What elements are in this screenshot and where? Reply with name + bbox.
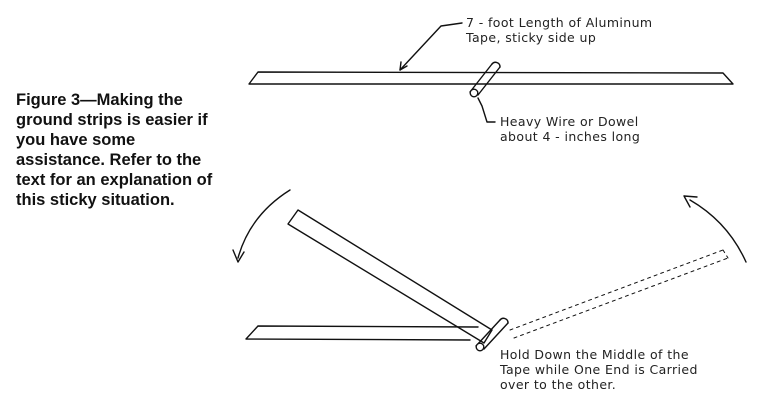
- wire-leader-line: [477, 97, 496, 123]
- right-motion-arrow-curve: [689, 199, 747, 263]
- tape-leader-arrowhead: [399, 61, 408, 71]
- left-motion-arrow-curve: [237, 189, 291, 259]
- wire-label-line-1: Heavy Wire or Dowel: [500, 114, 639, 129]
- bottom-flat-tape-strip: [245, 325, 479, 341]
- wire-label-line-2: about 4 - inches long: [500, 129, 641, 144]
- tape-label-line-1: 7 - foot Length of Aluminum: [466, 15, 653, 30]
- top-tape-strip: [248, 71, 734, 85]
- hold-down-label-line-1: Hold Down the Middle of the: [500, 347, 689, 362]
- figure-caption: Figure 3—Making the ground strips is eas…: [16, 91, 213, 209]
- hold-down-label-line-2: Tape while One End is Carried: [500, 362, 698, 377]
- left-motion-arrowhead: [232, 249, 245, 263]
- bottom-dowel: [475, 317, 509, 352]
- ghost-tape-strip: [509, 249, 729, 339]
- tape-leader-line: [399, 22, 463, 71]
- right-motion-arrowhead: [683, 195, 698, 208]
- hold-down-label-line-3: over to the other.: [500, 377, 617, 392]
- bottom-raised-tape-strip: [287, 209, 493, 344]
- hold-down-label: Hold Down the Middle of the Tape while O…: [500, 347, 698, 392]
- tape-label: 7 - foot Length of Aluminum Tape, sticky…: [466, 15, 653, 45]
- top-dowel: [469, 61, 501, 98]
- tape-label-line-2: Tape, sticky side up: [466, 30, 597, 45]
- wire-label: Heavy Wire or Dowel about 4 - inches lon…: [500, 114, 640, 144]
